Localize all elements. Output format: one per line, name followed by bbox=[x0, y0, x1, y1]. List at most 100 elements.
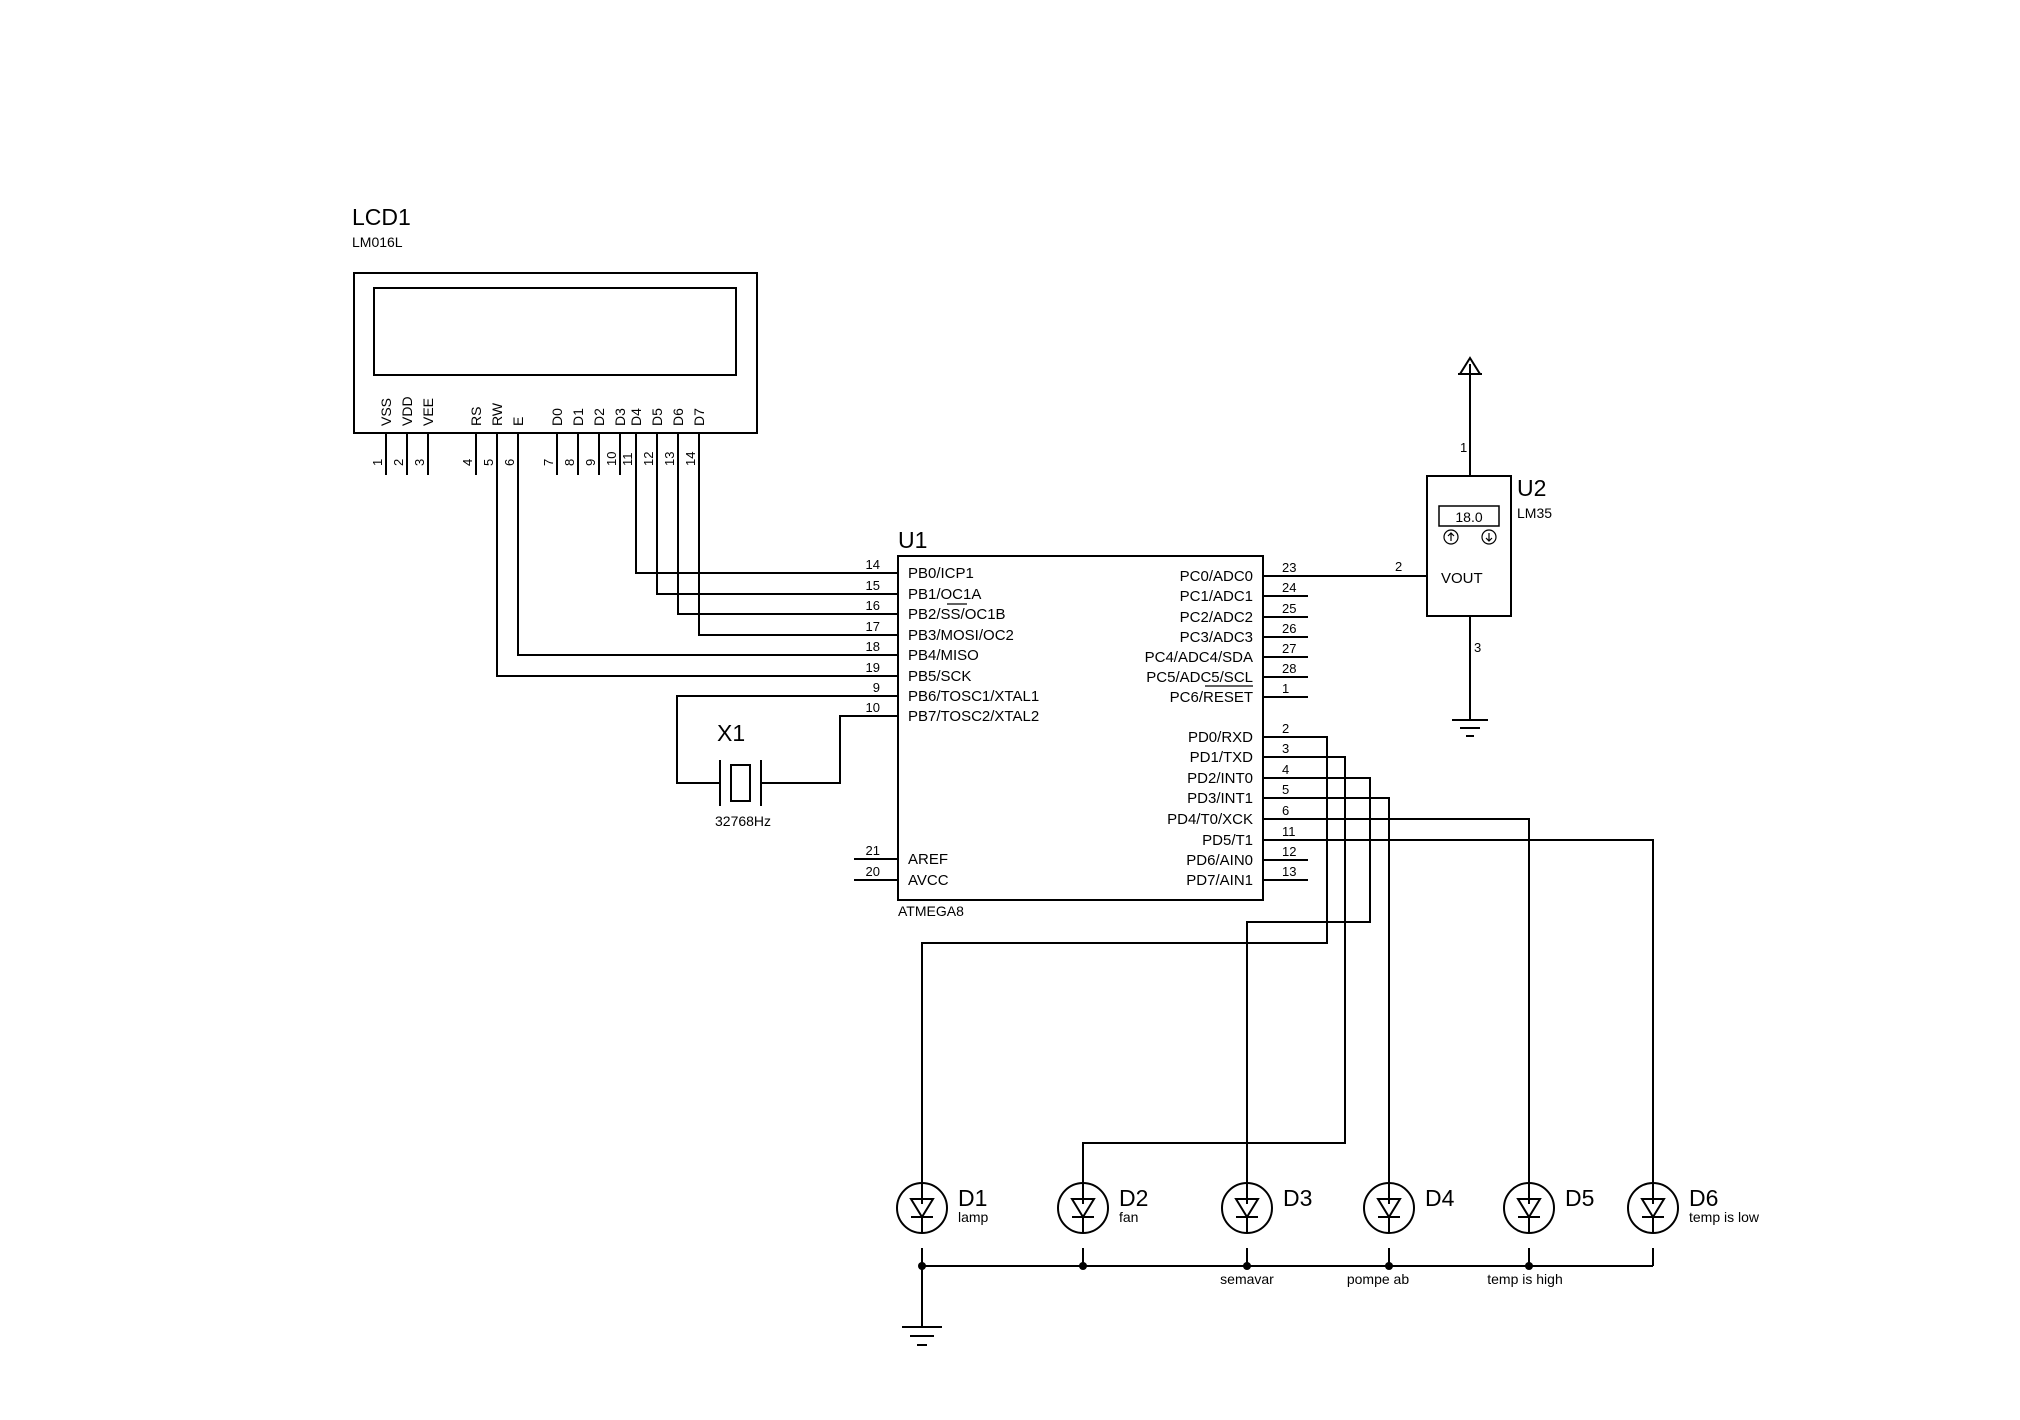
led-label: fan bbox=[1119, 1209, 1138, 1225]
mcu-pin-number: 6 bbox=[1282, 803, 1289, 818]
mcu-pin-name: PB0/ICP1 bbox=[908, 565, 974, 582]
mcu-pins: PB0/ICP114PB1/OC1A15PB2/SS/OC1B16PB3/MOS… bbox=[854, 557, 1308, 889]
sensor-ref: U2 bbox=[1517, 475, 1546, 501]
mcu-pin-name: PC3/ADC3 bbox=[1180, 629, 1253, 646]
led-ref: D3 bbox=[1283, 1185, 1312, 1211]
lcd-pin-name: D2 bbox=[591, 408, 607, 426]
wire-d4-pb0 bbox=[635, 458, 898, 574]
lcd-pin-name: RS bbox=[468, 407, 484, 426]
lcd-pin-d2[interactable]: D29 bbox=[583, 408, 607, 475]
lcd-pin-number: 6 bbox=[502, 459, 517, 466]
mcu-pin-name: PD1/TXD bbox=[1190, 749, 1254, 766]
mcu-pin-name: PB5/SCK bbox=[908, 668, 971, 685]
lcd-pin-name: D7 bbox=[691, 408, 707, 426]
mcu-pin-number: 13 bbox=[1282, 864, 1296, 879]
lcd-pin-d1[interactable]: D1 8 bbox=[562, 408, 586, 475]
mcu-pin-number: 10 bbox=[866, 700, 880, 715]
sensor-pin-out-num: 2 bbox=[1395, 559, 1402, 574]
mcu-pin-pd4[interactable]: PD4/T0/XCK 6 bbox=[1167, 803, 1308, 828]
mcu-pin-number: 5 bbox=[1282, 782, 1289, 797]
lcd-pin-name: D3 bbox=[612, 408, 628, 426]
lcd-pin-number: 14 bbox=[683, 452, 698, 466]
mcu-pin-number: 4 bbox=[1282, 762, 1289, 777]
mcu-pin-number: 11 bbox=[1282, 824, 1296, 839]
mcu-pin-name: PC0/ADC0 bbox=[1180, 568, 1253, 585]
wire-pd0-d1 bbox=[921, 736, 1328, 1204]
atmega8-mcu[interactable]: U1 ATMEGA8 PB0/ICP114PB1/OC1A15PB2/SS/OC… bbox=[854, 527, 1308, 919]
wires bbox=[496, 458, 1654, 1346]
junction-dot bbox=[1079, 1262, 1087, 1270]
wire-pd2-d3 bbox=[1246, 777, 1371, 1204]
mcu-pin-name: PD4/T0/XCK bbox=[1167, 811, 1253, 828]
mcu-value: ATMEGA8 bbox=[898, 903, 964, 919]
led-ref: D2 bbox=[1119, 1185, 1148, 1211]
sensor-value: LM35 bbox=[1517, 505, 1552, 521]
mcu-pin-number: 21 bbox=[866, 843, 880, 858]
lcd-pin-number: 12 bbox=[641, 452, 656, 466]
wire-pd4-d5 bbox=[1308, 818, 1530, 1204]
led-label: lamp bbox=[958, 1209, 989, 1225]
lm35-sensor[interactable]: U2 LM35 18.0 VOUT 1 3 2 bbox=[1308, 356, 1552, 737]
wire-rs-pb5 bbox=[496, 458, 898, 677]
sensor-up-button[interactable] bbox=[1443, 529, 1459, 545]
sensor-down-button[interactable] bbox=[1481, 529, 1497, 545]
mcu-pin-name: PC6/RESET bbox=[1170, 689, 1253, 706]
lcd-pin-e[interactable]: E6 bbox=[502, 417, 526, 475]
lcd-pin-number: 8 bbox=[562, 459, 577, 466]
mcu-pin-number: 28 bbox=[1282, 661, 1296, 676]
crystal-x1[interactable]: X1 32768Hz bbox=[715, 720, 771, 829]
lcd-screen bbox=[373, 287, 737, 376]
led-label: temp is low bbox=[1689, 1209, 1760, 1225]
mcu-pin-number: 17 bbox=[866, 619, 880, 634]
mcu-pin-number: 15 bbox=[866, 578, 880, 593]
wire-pd1-d2 bbox=[1082, 756, 1346, 1204]
mcu-body bbox=[897, 555, 1264, 901]
mcu-pin-name: PB2/SS/OC1B bbox=[908, 606, 1006, 623]
mcu-pin-number: 14 bbox=[866, 557, 880, 572]
wire-xtal2 bbox=[761, 715, 898, 784]
lcd-module[interactable]: LCD1 LM016L VSS1VDD2VEE3RS4RW5E6D07D18D2… bbox=[352, 204, 758, 475]
lcd-ref: LCD1 bbox=[352, 204, 411, 230]
lcd-value: LM016L bbox=[352, 234, 403, 250]
crystal-ref: X1 bbox=[717, 720, 745, 746]
lcd-pin-d0[interactable]: D07 bbox=[541, 408, 565, 475]
lcd-pin-name: D1 bbox=[570, 408, 586, 426]
led-ref: D6 bbox=[1689, 1185, 1718, 1211]
lcd-pin-rs[interactable]: RS4 bbox=[460, 407, 484, 475]
mcu-pin-name: AVCC bbox=[908, 872, 949, 889]
mcu-pin-name: PC4/ADC4/SDA bbox=[1145, 649, 1253, 666]
mcu-pin-name: PD0/RXD bbox=[1188, 729, 1253, 746]
lcd-pin-d7[interactable]: D7 14 bbox=[683, 408, 707, 475]
lcd-pins: VSS1VDD2VEE3RS4RW5E6D07D18D29D310D411D51… bbox=[370, 396, 707, 475]
wire-d6-pb2 bbox=[677, 458, 898, 615]
wire-e-pb4 bbox=[517, 458, 898, 656]
